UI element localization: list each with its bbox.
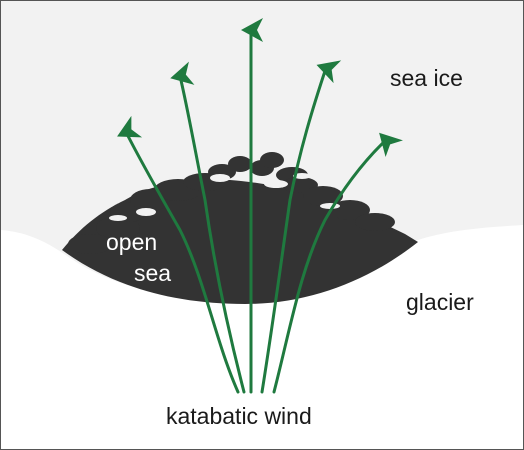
katabatic-wind-label: katabatic wind <box>166 403 312 429</box>
open-sea-label-line-1: open <box>106 229 157 255</box>
glacier-label: glacier <box>406 289 474 315</box>
ice-floe-highlights <box>109 173 340 221</box>
wind-arrow-4 <box>260 60 342 394</box>
open-sea-label-line-2: sea <box>134 260 171 286</box>
wind-arrows <box>117 18 403 394</box>
wind-arrow-5 <box>272 132 403 394</box>
sea-ice-label: sea ice <box>390 65 463 91</box>
wind-arrow-2 <box>170 61 246 394</box>
wind-arrow-1 <box>117 115 240 394</box>
